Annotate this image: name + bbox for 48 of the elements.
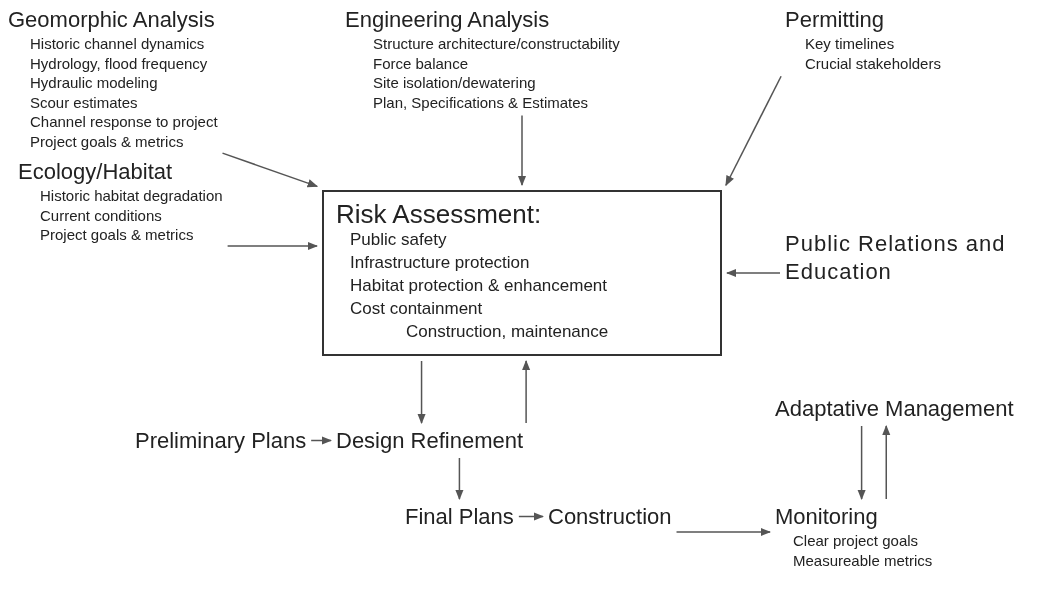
list-item: Public safety [349, 229, 447, 251]
list-item: Key timelines [804, 34, 895, 54]
list-item: Construction, maintenance [405, 321, 609, 343]
list-item: Infrastructure protection [349, 252, 530, 274]
arrow [517, 114, 527, 187]
list-item: Measureable metrics [792, 550, 933, 570]
arrow [310, 436, 333, 445]
arrow [725, 268, 781, 278]
heading: Geomorphic Analysis [8, 6, 215, 34]
list-item: Hydraulic modeling [29, 73, 158, 93]
list-item: Channel response to project [29, 112, 218, 132]
heading: Preliminary Plans [135, 427, 307, 455]
heading: Permitting [785, 6, 885, 34]
list-item: Habitat protection & enhancement [349, 275, 608, 297]
arrow [857, 425, 866, 501]
arrow [882, 424, 891, 500]
heading: Monitoring [775, 503, 878, 531]
heading: Construction [548, 503, 672, 531]
heading: Risk Assessment: [336, 200, 542, 228]
arrow [417, 360, 426, 425]
heading: Public Relations and Education [785, 230, 1007, 286]
heading: Ecology/Habitat [18, 158, 173, 186]
assessment-box [322, 190, 722, 356]
list-item: Historic habitat degradation [39, 186, 223, 206]
arrow [226, 241, 319, 251]
heading: Adaptative Management [775, 395, 1014, 423]
heading: Engineering Analysis [345, 6, 550, 34]
heading: Design Refinement [336, 427, 524, 455]
arrow [455, 457, 464, 501]
list-item: Force balance [372, 53, 469, 73]
list-item: Structure architecture/constructability [372, 34, 620, 54]
arrow [221, 152, 319, 188]
list-item: Crucial stakeholders [804, 53, 941, 73]
list-item: Current conditions [39, 205, 162, 225]
list-item: Site isolation/dewatering [372, 73, 536, 93]
list-item: Cost containment [349, 298, 483, 320]
list-item: Plan, Specifications & Estimates [372, 92, 589, 112]
arrow [675, 527, 772, 537]
list-item: Project goals & metrics [29, 131, 184, 151]
list-item: Scour estimates [29, 92, 138, 112]
list-item: Project goals & metrics [39, 225, 194, 245]
list-item: Hydrology, flood frequency [29, 53, 208, 73]
heading: Final Plans [405, 503, 514, 531]
arrow [521, 359, 531, 424]
arrow [725, 75, 782, 187]
list-item: Historic channel dynamics [29, 34, 205, 54]
list-item: Clear project goals [792, 531, 919, 551]
arrow [518, 512, 545, 521]
